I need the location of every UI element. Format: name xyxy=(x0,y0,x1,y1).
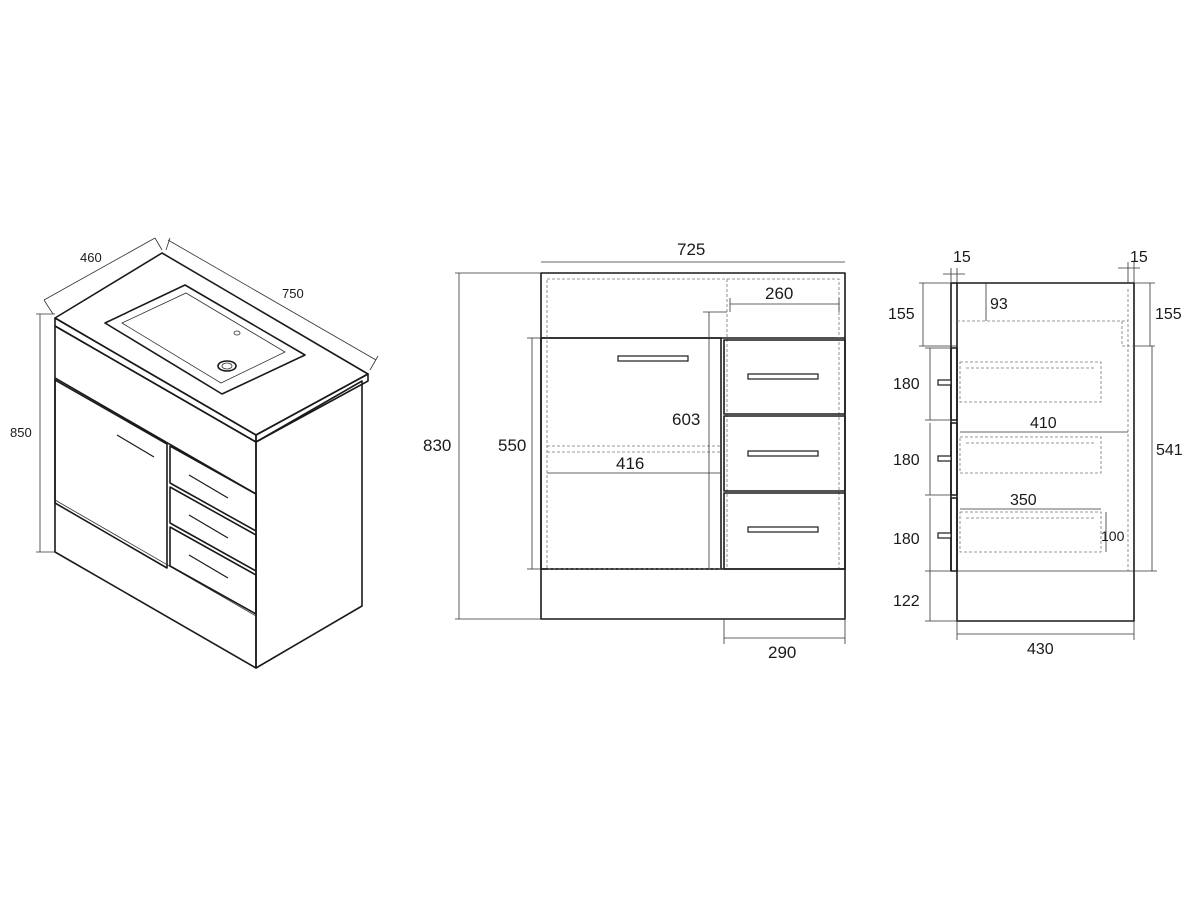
front-drawer-3 xyxy=(723,492,846,570)
drawer-middle xyxy=(169,486,257,572)
dim-830-label: 830 xyxy=(423,436,451,455)
front-view: 725 260 603 550 416 830 290 xyxy=(423,240,846,662)
basin-outer xyxy=(104,284,306,395)
dim-15-right-label: 15 xyxy=(1130,249,1148,266)
side-drawer-1-front xyxy=(950,347,958,421)
front-drawer-2 xyxy=(723,415,846,492)
drawer-bottom xyxy=(169,526,257,615)
front-door-handle xyxy=(617,355,689,362)
side-drawer-3-box xyxy=(959,511,1102,553)
dim-725-label: 725 xyxy=(677,240,705,259)
dim-541-label: 541 xyxy=(1156,442,1183,459)
basin-inner xyxy=(121,292,286,384)
dim-15-left-label: 15 xyxy=(953,249,971,266)
side-drawer-1-box xyxy=(959,361,1102,403)
dim-depth-line xyxy=(43,237,156,301)
cabinet-door xyxy=(54,379,168,569)
side-drawer-3-front xyxy=(950,497,958,572)
dim-iso-width-label: 750 xyxy=(282,286,304,301)
side-drawer-3-handle xyxy=(937,532,952,539)
dim-width-line xyxy=(167,239,377,361)
dim-430-label: 430 xyxy=(1027,641,1054,658)
front-drawer-2-handle xyxy=(747,450,819,457)
front-hidden-carcass xyxy=(546,278,840,570)
drawer-middle-handle xyxy=(188,514,229,539)
dim-iso-height-label: 850 xyxy=(10,425,32,440)
dim-180-label-3: 180 xyxy=(893,531,920,548)
dim-350-label: 350 xyxy=(1010,492,1037,509)
drawer-top-handle xyxy=(188,474,229,499)
dim-100-label: 100 xyxy=(1101,528,1125,544)
dim-260-label: 260 xyxy=(765,284,793,303)
tap-hole xyxy=(233,330,241,336)
dim-290-label: 290 xyxy=(768,643,796,662)
dim-93-label: 93 xyxy=(990,296,1008,313)
dim-410-label: 410 xyxy=(1030,415,1057,432)
dim-width-ext-2 xyxy=(369,355,379,371)
dim-width-ext-1 xyxy=(165,237,171,251)
basin-waste-inner xyxy=(221,362,233,370)
dim-depth-ext-1 xyxy=(43,299,54,315)
front-drawer-1 xyxy=(723,339,846,415)
dim-550-label: 550 xyxy=(498,436,526,455)
front-drawer-1-handle xyxy=(747,373,819,380)
dim-155-left-label: 155 xyxy=(888,306,915,323)
dim-180-label-2: 180 xyxy=(893,452,920,469)
dim-416-label: 416 xyxy=(616,454,644,473)
front-drawer-3-handle xyxy=(747,526,819,533)
side-drawer-1-handle xyxy=(937,379,952,386)
dim-180-label-1: 180 xyxy=(893,376,920,393)
side-drawer-2-handle xyxy=(937,455,952,462)
side-cabinet-outline xyxy=(956,282,1135,622)
drawer-bottom-handle xyxy=(188,554,229,579)
dim-iso-depth-label: 460 xyxy=(80,250,102,265)
dim-122-label: 122 xyxy=(893,593,920,610)
side-drawer-2-box xyxy=(959,436,1102,474)
isometric-view: 460 750 850 xyxy=(10,237,379,669)
side-view: 15 15 155 155 93 180 180 180 410 xyxy=(888,249,1183,658)
basin-waste xyxy=(217,360,237,372)
benchtop-front-edge xyxy=(54,317,257,443)
benchtop-side-edge xyxy=(255,373,369,443)
cabinet-side-face xyxy=(255,380,363,669)
dim-155-right-label: 155 xyxy=(1155,306,1182,323)
dim-depth-ext-2 xyxy=(154,237,163,251)
side-drawer-2-front xyxy=(950,422,958,496)
dim-603-label: 603 xyxy=(672,410,700,429)
door-handle xyxy=(116,434,155,458)
cabinet-kickboard-line xyxy=(54,499,257,617)
drawer-top xyxy=(169,445,257,532)
